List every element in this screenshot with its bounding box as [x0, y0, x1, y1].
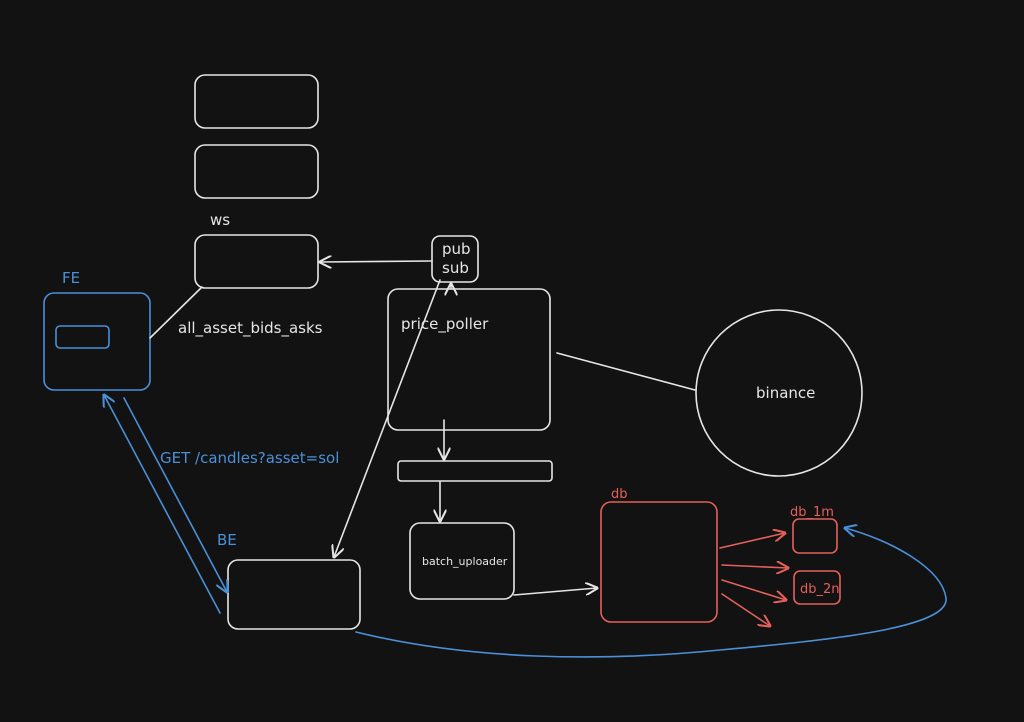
ws-box: [194, 234, 319, 289]
be-to-fe-response-arrow: [104, 395, 221, 614]
fe-to-be-request-arrow: [123, 397, 227, 592]
all-asset-bids-asks-label: all_asset_bids_asks: [178, 319, 323, 338]
db-2n-label: db_2n: [800, 582, 840, 597]
pubsub-to-ws-arrow: [320, 261, 433, 262]
price-poller-box: [387, 288, 551, 431]
be-label: BE: [217, 531, 237, 549]
be-to-db-1m-query-arrow: [355, 528, 947, 658]
db-to-db-2n-arrow: [721, 579, 786, 600]
fe-to-ws-line: [149, 286, 203, 339]
sub-label: sub: [442, 259, 469, 277]
queue-box-top: [194, 74, 319, 129]
queue-bar: [397, 460, 553, 482]
db-to-db-1m-arrow: [719, 533, 785, 549]
binance-node: [695, 309, 863, 477]
binance-label: binance: [756, 384, 815, 402]
db-2n-box: [793, 570, 841, 605]
pub-label: pub: [442, 240, 471, 258]
binance-to-price-poller-line: [556, 352, 696, 391]
fe-label: FE: [62, 269, 80, 287]
pubsub-to-be-arrow: [334, 279, 441, 557]
db-box: [600, 501, 718, 623]
price-poller-label: price_poller: [401, 315, 489, 334]
db-1m-box: [792, 518, 838, 554]
batch-uploader-box: [409, 522, 515, 600]
db-to-db-extra-arrow: [721, 593, 770, 626]
queue-box-middle: [194, 144, 319, 199]
db-label: db: [611, 487, 628, 502]
get-candles-label: GET /candles?asset=sol: [160, 449, 339, 467]
batch-uploader-label: batch_uploader: [422, 555, 508, 568]
fe-box: [43, 292, 151, 391]
be-box: [227, 559, 361, 630]
batch-uploader-to-db-arrow: [513, 588, 597, 596]
pubsub-box: [431, 235, 479, 283]
ws-label: ws: [210, 211, 230, 229]
fe-inner-component: [55, 325, 110, 349]
db-1m-label: db_1m: [790, 505, 834, 520]
db-to-db-1m-arrow-2: [721, 565, 788, 568]
